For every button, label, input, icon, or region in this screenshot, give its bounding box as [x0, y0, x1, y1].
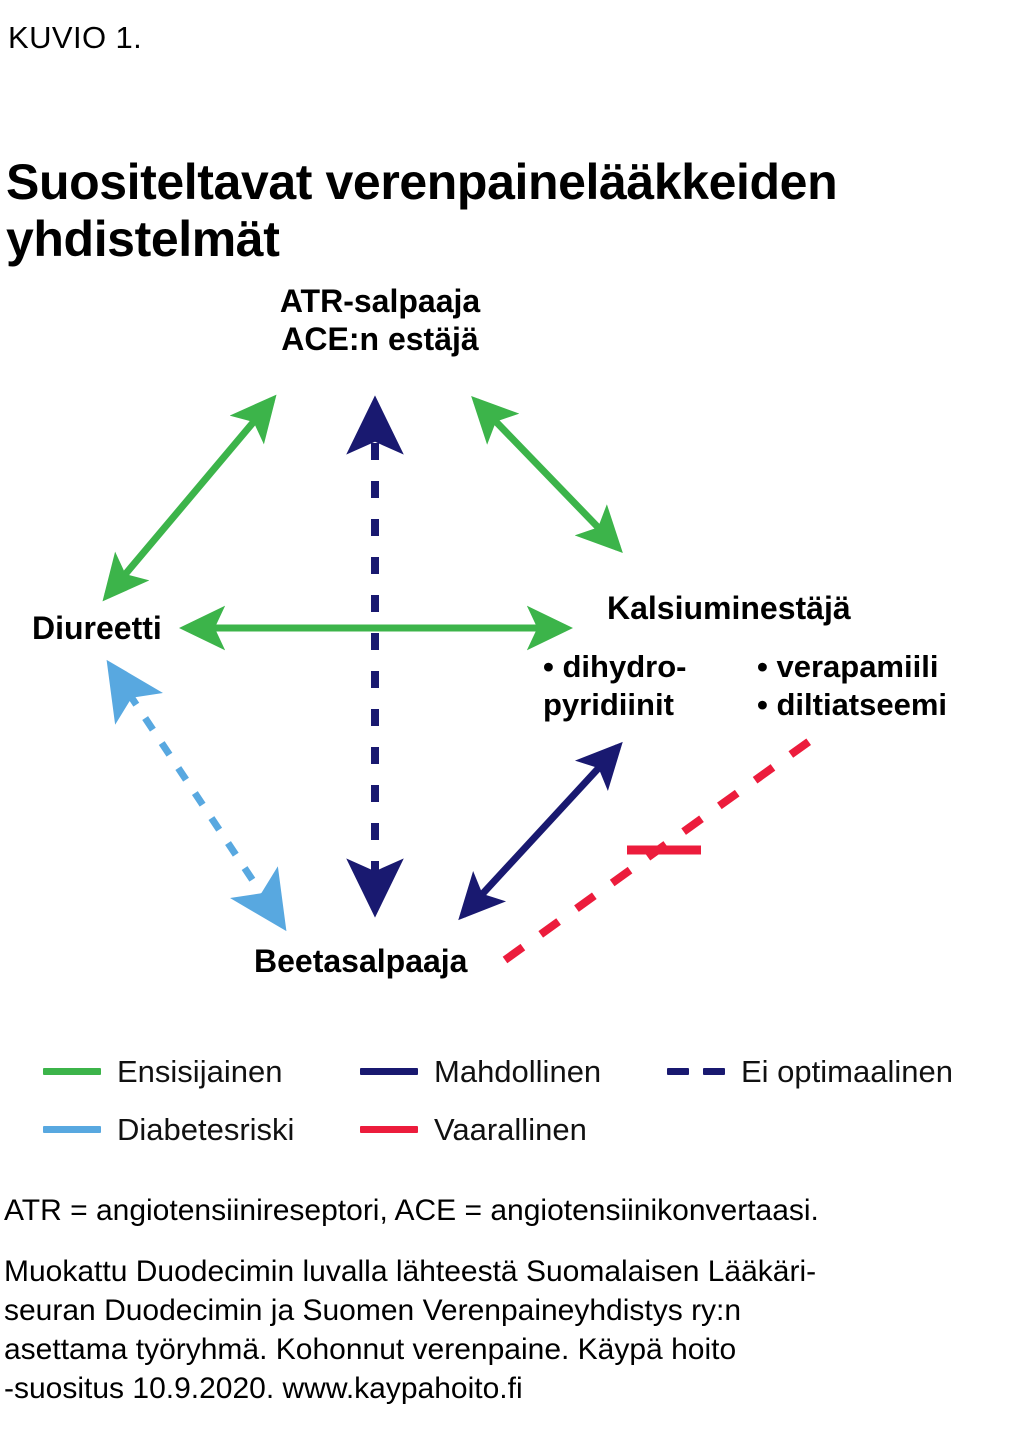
node-beetasalpaaja: Beetasalpaaja [254, 943, 468, 979]
ccb-dihydropyridiini-list: • dihydro- pyridiinit [543, 648, 686, 724]
node-kalsiuminestaja: Kalsiuminestäjä [607, 590, 851, 626]
ccb-verapamiili: • verapamiili [757, 649, 939, 684]
legend-label-ei-optimaalinen: Ei optimaalinen [741, 1054, 953, 1089]
ccb-nondihydropyridiini-list: • verapamiili • diltiatseemi [757, 648, 947, 724]
legend-item-vaarallinen: Vaarallinen [360, 1114, 587, 1145]
edge-beeta-dihydropyridiinit [458, 741, 623, 921]
node-atr-line2: ACE:n estäjä [281, 320, 479, 357]
figure-number-label: KUVIO 1. [8, 20, 143, 55]
legend-item-ei-optimaalinen: Ei optimaalinen [667, 1056, 953, 1087]
legend-swatch-lightblue-solid [43, 1126, 101, 1133]
legend-label-vaarallinen: Vaarallinen [434, 1112, 587, 1147]
edge-diureetti-beeta-diabetes [106, 659, 287, 932]
node-atr-line1: ATR-salpaaja [279, 283, 481, 319]
legend-swatch-navy-dashed [667, 1068, 725, 1075]
legend-label-diabetesriski: Diabetesriski [117, 1112, 295, 1147]
legend-swatch-red-solid [360, 1126, 418, 1133]
legend-label-ensisijainen: Ensisijainen [117, 1054, 283, 1089]
edge-atr-kalsium [471, 395, 623, 554]
legend-label-mahdollinen: Mahdollinen [434, 1054, 602, 1089]
edge-diureetti-atr [102, 394, 277, 602]
ccb-dihydro-line2: pyridiinit [543, 686, 674, 722]
legend-item-diabetesriski: Diabetesriski [43, 1114, 294, 1145]
page-title: Suositeltavat verenpainelääkkeiden yhdis… [6, 153, 838, 267]
legend: Ensisijainen Mahdollinen Ei optimaalinen… [0, 1030, 1024, 1160]
ccb-diltiatseemi: • diltiatseemi [757, 686, 948, 722]
legend-item-ensisijainen: Ensisijainen [43, 1056, 282, 1087]
footnotes: ATR = angiotensiinireseptori, ACE = angi… [4, 1192, 1014, 1408]
diagram-svg [102, 394, 821, 964]
legend-swatch-green-solid [43, 1068, 101, 1075]
legend-item-mahdollinen: Mahdollinen [360, 1056, 601, 1087]
node-atr-ace: ATR-salpaaja ACE:n estäjä [0, 283, 760, 359]
legend-swatch-navy-solid [360, 1068, 418, 1075]
footnote-source: Muokattu Duodecimin luvalla lähteestä Su… [4, 1254, 817, 1405]
footnote-abbreviations: ATR = angiotensiinireseptori, ACE = angi… [4, 1194, 819, 1227]
drug-combination-diagram: ATR-salpaaja ACE:n estäjä Diureetti Kals… [0, 260, 1024, 1020]
node-diureetti: Diureetti [32, 610, 162, 646]
ccb-dihydro-line1: • dihydro- [543, 649, 687, 684]
